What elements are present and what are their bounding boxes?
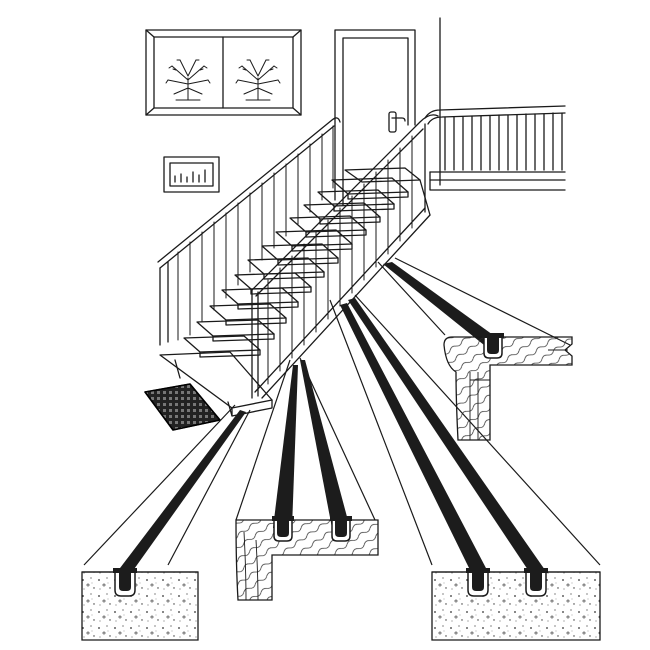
channel-insert (330, 516, 352, 542)
left-balusters (177, 125, 334, 341)
profile-concrete-double (431, 568, 601, 641)
left-handrail (157, 117, 341, 346)
channel-insert (482, 333, 504, 359)
channel-insert (466, 568, 490, 597)
window-plant-icon (165, 59, 211, 101)
profile-concrete-single (81, 568, 199, 641)
stair-treads (159, 167, 421, 417)
door-mat (144, 383, 221, 431)
wall-picture (163, 156, 220, 193)
landing-gallery-railing (424, 105, 566, 191)
profile-wood-double (235, 516, 379, 601)
window-plant-icon (235, 59, 281, 101)
door (334, 29, 416, 206)
channel-insert (113, 568, 137, 597)
channel-insert (524, 568, 548, 597)
stair-stringer (254, 179, 431, 399)
anti-slip-insert-strips (117, 262, 545, 572)
door-handle-icon (388, 111, 406, 133)
profile-wood-nosing (443, 333, 573, 441)
channel-insert (272, 516, 294, 542)
window (145, 29, 302, 116)
right-balusters (267, 135, 413, 385)
